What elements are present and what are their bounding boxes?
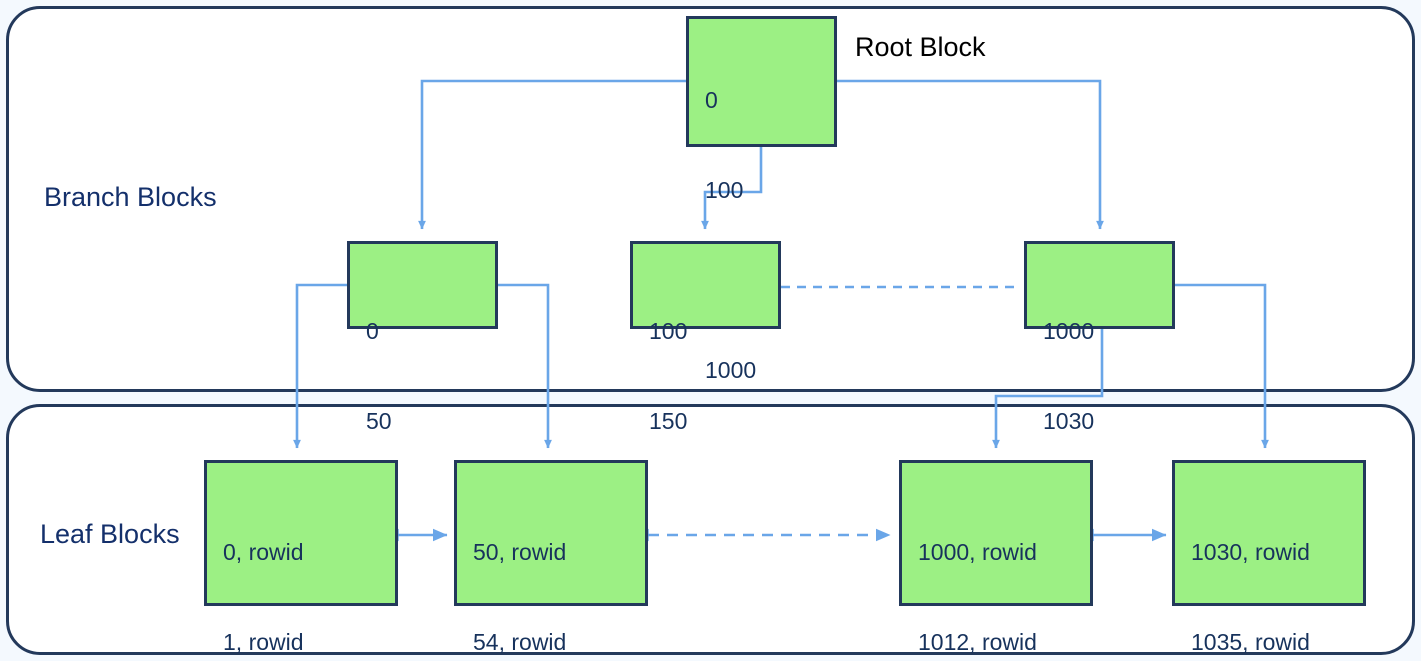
branch-block-1000-1030-entry-1: 1030: [1043, 408, 1095, 434]
leaf-block-0-entry-1: 1, rowid: [223, 629, 304, 655]
leaf-block-1030[interactable]: 1030, rowid 1035, rowid 2100, rowid 2231…: [1172, 460, 1366, 655]
leaf-blocks-label: Leaf Blocks: [40, 519, 180, 549]
leaf-block-50-entry-1: 54, rowid: [473, 629, 567, 655]
root-block-label: Root Block: [855, 32, 986, 62]
branch-block-1000-1030-entry-0: 1000: [1043, 318, 1095, 344]
branch-block-1000-1030[interactable]: 1000 1030: [1024, 241, 1175, 434]
branch-block-100-150-entry-1: 150: [649, 408, 688, 434]
root-block-entry-3: 1000: [705, 357, 757, 383]
leaf-block-1000[interactable]: 1000, rowid 1012, rowid 1019, rowid 1021…: [899, 460, 1093, 655]
branch-block-0-50-entry-0: 0: [366, 318, 379, 344]
branch-block-100-150[interactable]: 100 150: [630, 241, 781, 434]
leaf-block-50-entry-0: 50, rowid: [473, 539, 567, 565]
leaf-block-50[interactable]: 50, rowid 54, rowid 76, rowid 92, rowid: [454, 460, 648, 655]
branch-block-0-50-entry-1: 50: [366, 408, 392, 434]
branch-blocks-label: Branch Blocks: [44, 182, 217, 212]
leaf-block-1000-entry-0: 1000, rowid: [918, 539, 1037, 565]
branch-block-100-150-entry-0: 100: [649, 318, 688, 344]
root-block-entry-1: 100: [705, 177, 744, 203]
root-block-entry-0: 0: [705, 87, 718, 113]
leaf-block-1030-entry-1: 1035, rowid: [1191, 629, 1310, 655]
leaf-block-1000-entry-1: 1012, rowid: [918, 629, 1037, 655]
leaf-block-0[interactable]: 0, rowid 1, rowid 5, rowid 11, rowid: [204, 460, 398, 655]
root-block[interactable]: 0 100 … 1000: [686, 16, 837, 383]
leaf-block-0-entry-0: 0, rowid: [223, 539, 304, 565]
branch-block-0-50[interactable]: 0 50: [347, 241, 498, 434]
leaf-block-1030-entry-0: 1030, rowid: [1191, 539, 1310, 565]
